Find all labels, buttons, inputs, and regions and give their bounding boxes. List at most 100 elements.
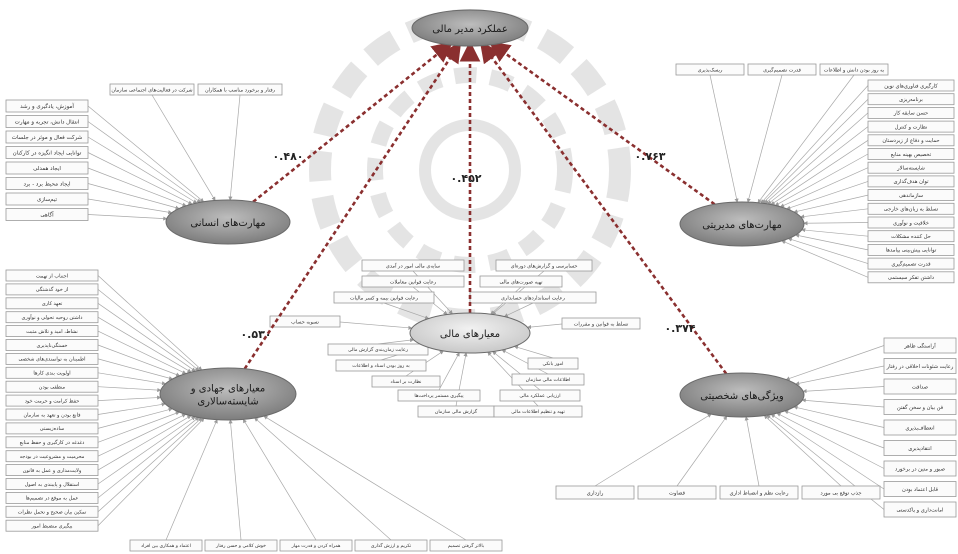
indicator-label: تمکین بیان صحیح و تحمل نظرات: [18, 510, 87, 516]
indicator-label: انتقال دانش، تجربه و مهارت: [15, 119, 80, 125]
indicator-connector: [97, 417, 200, 499]
construct-label: مهارت‌های مدیریتی: [702, 220, 782, 231]
indicator-connector: [151, 94, 216, 202]
indicator-pers: رعایت شئونات اخلاقی در رفتار: [883, 358, 957, 374]
indicator-jihad: نشاط، امید و تلاش مثبت: [5, 325, 99, 338]
indicator-jihad: منطقی بودن: [5, 380, 99, 393]
indicator-connector: [97, 275, 203, 371]
indicator-label: رعایت زمان‌بندی گزارش مالی: [348, 346, 409, 353]
indicator-label: ولایت‌مداری و عمل به قانون: [23, 468, 82, 474]
indicator-label: قابل اعتماد بودن: [902, 487, 938, 493]
construct-managerial-skills: مهارت‌های مدیریتی: [679, 201, 805, 247]
indicator-jihad: اجتناب از تهمت: [5, 269, 99, 282]
indicator-mgmt-top: ریسک‌پذیری: [675, 63, 745, 76]
indicator-jihad-bottom: اعتماد و همکاری بین افراد: [129, 539, 203, 552]
path-coefficient-fin: ۰.۴۵۲: [450, 172, 481, 185]
indicator-label: توان هدف‌گذاری: [893, 178, 929, 185]
indicator-connector: [97, 316, 192, 373]
indicator-connector: [786, 181, 869, 210]
indicator-mgmt: نظارت و کنترل: [867, 120, 955, 133]
indicator-connector: [87, 167, 187, 207]
indicator-jihad: تعهد کاری: [5, 297, 99, 310]
indicator-label: خستگی‌ناپذیری: [37, 342, 68, 349]
indicator-label: ریسک‌پذیری: [698, 67, 723, 73]
indicator-label: جذب توقع بی مورد: [820, 490, 861, 496]
indicator-connector: [97, 416, 196, 485]
indicator-pers: امانت‌داری و پاکدستی: [883, 501, 957, 518]
indicator-label: رعایت استانداردهای حسابداری: [501, 295, 566, 301]
indicator-label: ارزیابی عملکرد مالی: [519, 393, 560, 399]
indicator-pers: صداقت: [883, 378, 957, 395]
indicator-connector: [793, 405, 885, 428]
indicator-label: دغدغه در کارگیری و حفظ منابع: [20, 439, 85, 446]
indicator-hr: توانایی ایجاد انگیزه در کارکنان: [5, 146, 89, 159]
construct-human-skills: مهارت‌های انسانی: [165, 199, 291, 245]
indicator-jihad-bottom: بالاتر گرفتن تصمیم: [429, 539, 503, 552]
indicator-connector: [767, 126, 869, 205]
indicator-pers: انتقادپذیری: [883, 440, 957, 456]
indicator-jihad: اطمینان به توانمندی‌های شخصی: [5, 352, 99, 365]
indicator-mgmt: خلاقیت و نوآوری: [867, 216, 955, 229]
indicator-connector: [594, 413, 712, 487]
indicator-fin-bottom: ارزیابی عملکرد مالی: [499, 389, 581, 402]
indicator-connector: [87, 152, 193, 205]
indicator-label: توانایی پیش‌بینی پیامدها: [886, 248, 937, 254]
indicator-label: تهیه و تنظیم اطلاعات مالی: [511, 409, 565, 415]
indicator-label: عمل به موقع در تصمیم‌ها: [26, 496, 79, 502]
indicator-connector: [776, 412, 885, 469]
path-line-pers: [479, 41, 728, 375]
indicator-label: تسلط به قوانین و مقررات: [574, 321, 629, 327]
construct-label: عملکرد مدیر مالی: [432, 24, 508, 35]
indicator-label: داشتن تفکر سیستمی: [888, 275, 935, 281]
indicator-label: حل کننده مشکلات: [891, 234, 931, 240]
indicator-jihad: استقلال و پایبندی به اصول: [5, 478, 99, 490]
indicator-connector: [794, 233, 869, 251]
indicator-connector: [87, 198, 173, 215]
indicator-connector: [770, 140, 869, 205]
path-coefficient-pers: ۰.۳۷۴: [664, 322, 695, 335]
indicator-mgmt: داشتن تفکر سیستمی: [867, 271, 955, 284]
indicator-jihad-bottom: همراه کردن و قدرت مهار: [279, 539, 353, 552]
indicator-pers: صبور و متین در برخورد: [883, 460, 957, 477]
indicator-jihad: اولویت بندی کارها: [5, 366, 99, 379]
indicator-label: حسن سابقه کار: [893, 111, 928, 117]
indicator-connector: [97, 413, 187, 457]
indicator-connector: [764, 112, 869, 205]
indicator-label: استقلال و پایبندی به اصول: [25, 482, 80, 488]
indicator-fin-bottom: نظارت بر اسناد: [371, 375, 441, 388]
indicator-label: آموزش، یادگیری و رشد: [20, 103, 74, 110]
indicator-connector: [97, 417, 205, 526]
indicator-label: به روز بودن اسناد و اطلاعات: [352, 363, 410, 369]
indicator-connector: [503, 302, 534, 318]
indicator-label: رعایت قوانین بیمه و کسر مالیات: [350, 295, 419, 301]
indicator-pers-bottom: جذب توقع بی مورد: [801, 485, 881, 500]
indicator-connector: [438, 352, 460, 391]
path-coefficient-hr: ۰.۴۸۰: [272, 150, 303, 163]
indicator-connector: [97, 395, 162, 401]
indicator-label: خلاقیت و نوآوری: [893, 219, 929, 226]
indicator-connector: [97, 358, 174, 381]
indicator-connector: [513, 345, 554, 359]
indicator-fin-top: حسابرسی و گزارش‌های دوره‌ای: [495, 259, 593, 272]
indicator-jihad: از خود گذشتگی: [5, 283, 99, 296]
indicator-fin-bottom: به روز بودن اسناد و اطلاعات: [335, 359, 427, 372]
indicator-mgmt: حمایت و دفاع از زیردستان: [867, 134, 955, 147]
indicator-label: اولویت بندی کارها: [33, 371, 70, 377]
indicator-fin-bottom: رعایت زمان‌بندی گزارش مالی: [327, 343, 429, 356]
indicator-connector: [97, 407, 173, 429]
indicator-label: تسویه حساب: [291, 319, 319, 325]
indicator-connector: [801, 398, 885, 408]
indicator-connector: [97, 415, 192, 471]
indicator-label: گزارش مالی سازمان: [435, 408, 478, 415]
indicator-connector: [793, 194, 869, 214]
indicator-label: حفظ کرامت و حرمت خود: [25, 398, 80, 404]
indicator-jihad-bottom: تکریم و ارزش گذاری: [354, 539, 428, 552]
indicator-connector: [802, 386, 885, 394]
indicator-jihad: ولایت‌مداری و عمل به قانون: [5, 464, 99, 477]
indicator-pers-bottom: رازداری: [555, 485, 635, 500]
indicator-jihad: دغدغه در کارگیری و حفظ منابع: [5, 436, 99, 449]
indicator-fin-top: تهیه صورت‌های مالی: [479, 275, 563, 288]
